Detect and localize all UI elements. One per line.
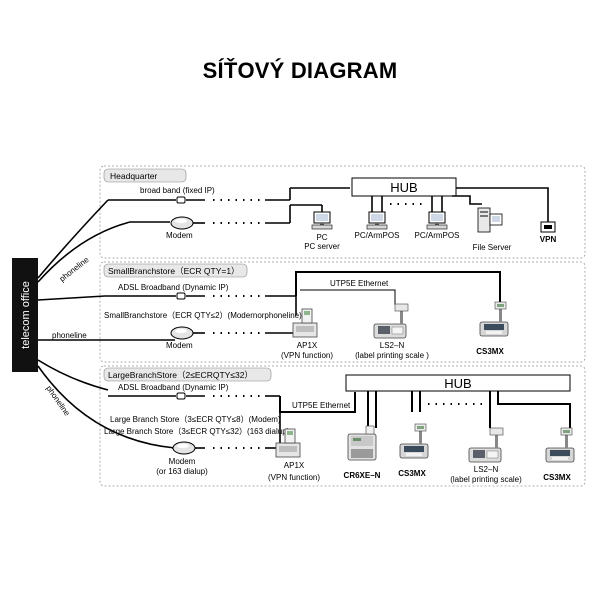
telecom-office-label: telecom office bbox=[20, 281, 32, 349]
lb-cs3mx2-icon bbox=[545, 427, 575, 463]
sb-modem-icon bbox=[170, 326, 194, 340]
hq-vpn-label: VPN bbox=[540, 235, 557, 244]
lb-modem-sub-label: (or 163 dialup) bbox=[156, 467, 208, 476]
hq-pos2-label: PC/ArmPOS bbox=[415, 231, 460, 240]
sb-ap1x-label: AP1X bbox=[297, 341, 318, 350]
hq-modem-icon bbox=[170, 216, 194, 230]
sb-cs3mx-label: CS3MX bbox=[476, 347, 504, 356]
hq-router-icon bbox=[176, 196, 186, 204]
hq-file-server-label: File Server bbox=[473, 243, 512, 252]
lb-adsl-label: ADSL Broadband (Dynamic IP) bbox=[118, 383, 229, 392]
sb-adsl-label: ADSL Broadband (Dynamic IP) bbox=[118, 283, 229, 292]
large-branch-panel bbox=[99, 365, 586, 487]
phoneline-label-top: phoneline bbox=[58, 255, 91, 284]
lb-hub-label: HUB bbox=[444, 376, 471, 391]
hq-pos1-icon bbox=[366, 211, 388, 230]
headquarter-panel bbox=[99, 165, 586, 259]
hq-pos1-label: PC/ArmPOS bbox=[355, 231, 400, 240]
telecom-office-box bbox=[12, 258, 38, 372]
sb-cs3mx-icon bbox=[479, 301, 509, 337]
hq-pos2-icon bbox=[426, 211, 448, 230]
hq-hub-label: HUB bbox=[390, 180, 417, 195]
hq-pc-server-icon bbox=[311, 211, 333, 230]
phoneline-label-middle: phoneline bbox=[52, 331, 87, 340]
headquarter-title: Headquarter bbox=[110, 171, 157, 181]
telecom-trunk-lines bbox=[37, 199, 176, 449]
sb-ethernet-label: UTP5E Ethernet bbox=[330, 279, 389, 288]
hq-hub bbox=[351, 177, 457, 197]
lb-hub bbox=[345, 374, 571, 392]
lb-modem-label: Modem bbox=[169, 457, 196, 466]
small-branch-panel bbox=[99, 261, 586, 363]
sb-ls2n-label: LS2–N bbox=[380, 341, 405, 350]
lb-cr6xe-icon bbox=[347, 425, 377, 461]
lb-router-icon bbox=[176, 392, 186, 400]
sb-ls2n-icon bbox=[373, 303, 409, 339]
sb-ls2n-sub-label: (label printing scale ) bbox=[355, 351, 429, 360]
sb-router-icon bbox=[176, 292, 186, 300]
sb-ap1x-sub-label: (VPN function) bbox=[281, 351, 333, 360]
lb-modem-icon bbox=[172, 441, 196, 455]
lb-ls2n-sub-label: (label printing scale) bbox=[450, 475, 522, 484]
lb-large-store1-label: Large Branch Store（3≤ECR QTY≤8）(Modem) bbox=[110, 415, 281, 424]
page-title: SÍŤOVÝ DIAGRAM bbox=[202, 58, 398, 83]
lb-cr6xe-label: CR6XE–N bbox=[344, 471, 381, 480]
sb-modem-label: Modem bbox=[166, 341, 193, 350]
lb-ap1x-sub-label: (VPN function) bbox=[268, 473, 320, 482]
small-branch-title: SmallBranchstore（ECR QTY=1） bbox=[108, 266, 240, 276]
hq-pc-server-label: PC server bbox=[304, 242, 340, 251]
lb-ls2n-label: LS2–N bbox=[474, 465, 499, 474]
lb-cs3mx2-label: CS3MX bbox=[543, 473, 571, 482]
hq-broadband-label: broad band (fixed IP) bbox=[140, 186, 215, 195]
hq-pc-label: PC bbox=[316, 233, 327, 242]
lb-cs3mx1-label: CS3MX bbox=[398, 469, 426, 478]
lb-ap1x-label: AP1X bbox=[284, 461, 305, 470]
hq-file-server-icon bbox=[477, 207, 503, 233]
hq-modem-label: Modem bbox=[166, 231, 193, 240]
lb-ls2n-icon bbox=[468, 427, 504, 463]
lb-cs3mx1-icon bbox=[399, 423, 429, 459]
sb-small-store-label: SmallBranchstore（ECR QTY≤2）(Modernorphon… bbox=[104, 311, 302, 320]
lb-ethernet-label: UTP5E Ethernet bbox=[292, 401, 351, 410]
lb-large-store2-label: Large Branch Store（3≤ECR QTY≤32）(163 dia… bbox=[104, 427, 290, 436]
large-branch-title: LargeBranchStore（2≤ECRQTY≤32） bbox=[108, 370, 253, 380]
